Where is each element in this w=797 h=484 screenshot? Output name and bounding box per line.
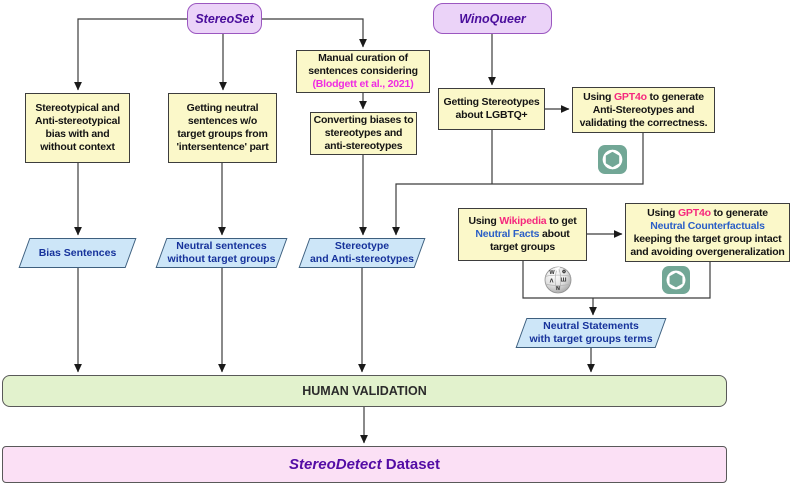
citation-text: (Blodgett et al., 2021): [312, 78, 414, 90]
node-human-validation: HUMAN VALIDATION: [2, 375, 727, 407]
node-stereo-anti: Stereotype and Anti-stereotypes: [298, 238, 426, 268]
node-text: Neutral Statements with target groups te…: [529, 320, 653, 345]
node-text: Bias Sentences: [38, 246, 117, 259]
neutral-facts-highlight: Neutral Facts: [475, 228, 540, 240]
node-gpt4o-antistereotypes: Using GPT4o to generate Anti-Stereotypes…: [572, 87, 715, 133]
edge-stereoset-to-bias-box: [74, 18, 187, 91]
svg-text:N: N: [556, 286, 560, 292]
openai-logo-glyph: [602, 149, 623, 170]
openai-icon-background: [598, 145, 627, 174]
node-text: Using GPT4o to generate Anti-Stereotypes…: [573, 91, 714, 130]
node-gpt4o-counterfactuals: Using GPT4o to generate Neutral Counterf…: [625, 203, 790, 262]
text-segment: about: [539, 228, 570, 240]
edge-wiki-gpt-junction: [522, 261, 711, 299]
text-segment: to get: [546, 215, 577, 227]
gpt4o-highlight: GPT4o: [677, 206, 711, 219]
node-stereodetect-dataset: StereoDetect Dataset: [2, 446, 727, 483]
svg-text:Ш: Ш: [560, 278, 566, 284]
node-text: Using Wikipedia to get Neutral Facts abo…: [459, 215, 586, 254]
text-line: Using Wikipedia to get: [459, 215, 586, 228]
neutral-counterfactuals-highlight: Neutral Counterfactuals: [650, 219, 765, 232]
node-text: Getting neutral sentences w/o target gro…: [176, 102, 269, 153]
svg-text:Φ: Φ: [562, 270, 566, 276]
text-segment: Using: [647, 206, 678, 219]
node-wikipedia-facts: Using Wikipedia to get Neutral Facts abo…: [458, 208, 587, 261]
dataset-suffix: Dataset: [381, 456, 440, 473]
node-neutral-statements: Neutral Statements with target groups te…: [515, 318, 667, 348]
wikipedia-globe-glyph: W Φ Λ Ш N: [544, 266, 572, 294]
text-line: target groups: [489, 241, 556, 253]
node-neutral-wo-targets: Getting neutral sentences w/o target gro…: [168, 93, 277, 163]
wikipedia-icon: W Φ Λ Ш N: [542, 265, 574, 295]
node-text: Neutral sentences without target groups: [167, 240, 276, 265]
node-text: Stereotype and Anti-stereotypes: [309, 240, 415, 265]
text-line: Anti-Stereotypes and: [592, 103, 695, 116]
text-segment: to generate: [710, 206, 769, 219]
openai-logo-glyph: [666, 270, 686, 290]
node-text: Getting Stereotypes about LGBTQ+: [443, 96, 540, 121]
node-text: Stereotypical and Anti-stereotypical bia…: [34, 102, 121, 153]
openai-icon: [662, 266, 690, 294]
node-label: WinoQueer: [459, 11, 526, 26]
text-line: Neutral Facts about: [459, 228, 586, 241]
text-line: and avoiding overgeneralization: [630, 245, 785, 258]
node-bias-sentences: Bias Sentences: [18, 238, 137, 268]
openai-icon: [598, 145, 627, 174]
text-segment: Using: [583, 90, 614, 103]
node-winoqueer: WinoQueer: [433, 3, 552, 34]
text-line: Using GPT4o to generate: [626, 207, 789, 220]
text-line: Using GPT4o to generate: [573, 91, 714, 104]
text-segment: Manual curation of sentences considering: [308, 52, 418, 77]
wikipedia-highlight: Wikipedia: [499, 215, 547, 227]
dataset-name: StereoDetect: [289, 456, 382, 473]
node-getting-stereotypes: Getting Stereotypes about LGBTQ+: [438, 88, 545, 130]
edge-stereoset-to-curation: [262, 18, 367, 48]
node-text: Converting biases to stereotypes and ant…: [313, 114, 414, 152]
text-segment: Using: [468, 215, 500, 227]
svg-text:W: W: [549, 270, 555, 276]
text-line: validating the correctness.: [579, 116, 708, 129]
edge-gpt4o-to-stereo-para: [392, 133, 644, 236]
text-segment: to generate: [646, 90, 705, 103]
node-text: Manual curation of sentences considering…: [297, 52, 429, 91]
node-text: Using GPT4o to generate Neutral Counterf…: [626, 207, 789, 259]
node-neutral-sentences: Neutral sentences without target groups: [155, 238, 288, 268]
node-manual-curation: Manual curation of sentences considering…: [296, 50, 430, 93]
node-label: HUMAN VALIDATION: [302, 384, 427, 398]
node-stereoset: StereoSet: [187, 3, 262, 34]
node-label: StereoDetect Dataset: [3, 456, 726, 473]
openai-icon-background: [662, 266, 690, 294]
text-line: keeping the target group intact: [633, 232, 782, 245]
node-converting-biases: Converting biases to stereotypes and ant…: [310, 112, 417, 155]
gpt4o-highlight: GPT4o: [613, 90, 647, 103]
svg-text:Λ: Λ: [550, 279, 554, 285]
node-label: StereoSet: [195, 11, 254, 26]
node-stereotypical-bias: Stereotypical and Anti-stereotypical bia…: [25, 93, 130, 163]
